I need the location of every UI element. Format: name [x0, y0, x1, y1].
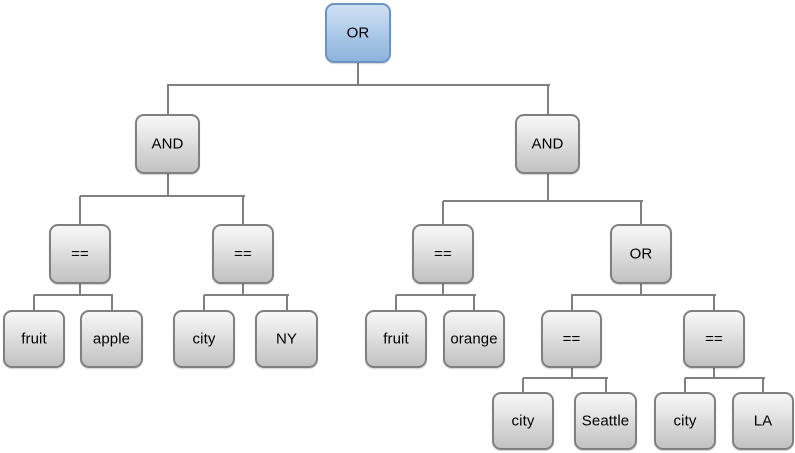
tree-node-value-n15[interactable]: city — [492, 392, 554, 450]
tree-node-operator-n1[interactable]: AND — [135, 114, 200, 174]
tree-node-operator-n2[interactable]: AND — [515, 114, 580, 174]
tree-node-operator-n14[interactable]: == — [683, 310, 745, 368]
tree-node-label: OR — [629, 245, 653, 262]
edge-drop-n5-n12 — [473, 295, 475, 310]
tree-node-operator-n5[interactable]: == — [412, 224, 474, 284]
tree-node-value-n8[interactable]: apple — [80, 310, 143, 368]
edge-drop-n0-n1 — [166, 85, 169, 114]
tree-node-label: == — [705, 330, 723, 347]
tree-node-value-n18[interactable]: LA — [732, 392, 794, 450]
tree-node-label: == — [434, 245, 452, 262]
tree-node-label: NY — [275, 330, 298, 347]
tree-node-label: apple — [92, 330, 131, 347]
edge-stem-n2 — [546, 174, 549, 201]
edge-bar-n3 — [34, 294, 113, 296]
tree-node-value-n17[interactable]: city — [654, 392, 716, 450]
edge-drop-n2-n6 — [640, 201, 642, 224]
edge-drop-n1-n4 — [242, 196, 244, 224]
tree-node-label: AND — [151, 135, 184, 152]
edge-bar-n5 — [396, 294, 476, 296]
tree-node-value-n10[interactable]: NY — [255, 310, 318, 368]
tree-node-label: city — [511, 412, 535, 429]
edge-drop-n6-n13 — [570, 295, 573, 310]
tree-node-label: == — [562, 330, 581, 347]
tree-node-label: Seattle — [581, 412, 630, 429]
edge-stem-n13 — [570, 368, 573, 378]
edge-drop-n5-n11 — [395, 295, 397, 310]
tree-node-value-n7[interactable]: fruit — [3, 310, 65, 368]
edge-stem-n4 — [242, 284, 244, 295]
tree-node-label: city — [673, 412, 697, 429]
edge-bar-n14 — [685, 377, 765, 379]
tree-node-value-n11[interactable]: fruit — [365, 310, 427, 368]
edge-drop-n0-n2 — [546, 85, 549, 114]
edge-drop-n14-n17 — [684, 378, 686, 392]
edge-stem-n5 — [442, 284, 444, 295]
edge-drop-n1-n3 — [79, 196, 81, 224]
edge-drop-n13-n15 — [522, 378, 524, 392]
tree-node-label: LA — [753, 412, 773, 429]
tree-node-operator-n6[interactable]: OR — [610, 224, 672, 284]
edge-bar-n2 — [443, 200, 643, 202]
tree-node-operator-n4[interactable]: == — [212, 224, 274, 284]
edge-drop-n2-n5 — [442, 201, 444, 224]
tree-node-label: orange — [450, 330, 498, 347]
edge-bar-n13 — [523, 377, 608, 379]
tree-node-value-n12[interactable]: orange — [443, 310, 505, 368]
edge-bar-n4 — [204, 294, 289, 296]
edge-bar-n6 — [571, 294, 716, 296]
edge-stem-n0 — [357, 63, 359, 85]
edge-stem-n1 — [166, 174, 169, 196]
edge-drop-n4-n9 — [203, 295, 205, 310]
edge-stem-n14 — [713, 368, 715, 378]
tree-node-operator-n13[interactable]: == — [541, 310, 602, 368]
edge-stem-n6 — [640, 284, 642, 295]
tree-node-label: AND — [531, 135, 564, 152]
edge-drop-n6-n14 — [713, 295, 715, 310]
edge-bar-n0 — [167, 84, 550, 86]
tree-node-operator-n0[interactable]: OR — [325, 3, 391, 63]
edge-drop-n14-n18 — [762, 378, 764, 392]
tree-node-label: OR — [346, 24, 370, 41]
tree-node-label: city — [192, 330, 216, 347]
edge-stem-n3 — [79, 284, 81, 295]
edge-drop-n4-n10 — [285, 295, 288, 310]
tree-node-operator-n3[interactable]: == — [49, 224, 111, 284]
edge-drop-n3-n7 — [33, 295, 35, 310]
edge-bar-n1 — [80, 195, 245, 197]
tree-node-label: == — [234, 245, 252, 262]
tree-node-value-n9[interactable]: city — [173, 310, 235, 368]
edge-drop-n3-n8 — [110, 295, 113, 310]
tree-node-label: == — [71, 245, 89, 262]
tree-node-label: fruit — [21, 330, 47, 347]
tree-node-value-n16[interactable]: Seattle — [574, 392, 637, 450]
edge-drop-n13-n16 — [604, 378, 607, 392]
tree-node-label: fruit — [383, 330, 409, 347]
